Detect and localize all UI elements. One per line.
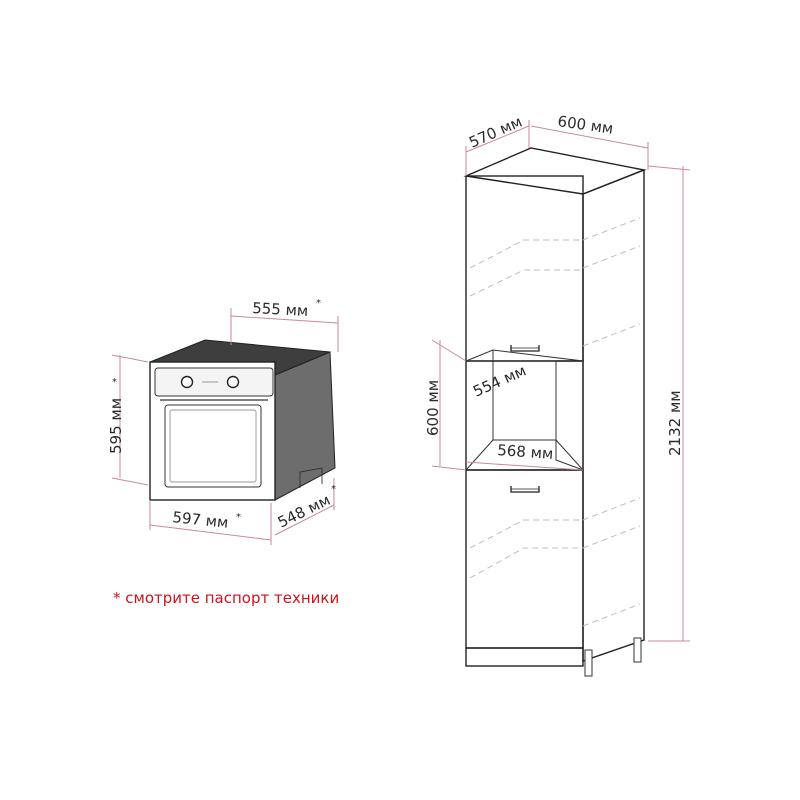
cabinet-height-label: 2132 мм bbox=[666, 390, 684, 456]
oven-door-glass bbox=[169, 409, 257, 483]
cabinet-lower-door bbox=[465, 469, 584, 649]
footnote-text: * смотрите паспорт техники bbox=[113, 589, 339, 607]
cabinet-niche-height-label: 600 мм bbox=[424, 380, 442, 436]
cabinet-plinth bbox=[465, 647, 584, 667]
cabinet-width-label: 600 мм bbox=[556, 112, 614, 138]
oven-height-label: 595 мм bbox=[107, 398, 125, 454]
oven-door-window bbox=[164, 404, 262, 488]
oven-depth-label: 555 мм bbox=[252, 299, 309, 320]
cabinet-depth-label: 570 мм bbox=[466, 112, 525, 151]
cabinet-drawing: 570 мм 600 мм 2132 мм 600 мм 554 мм 568 … bbox=[424, 112, 691, 677]
oven-height-asterisk: * bbox=[112, 377, 117, 388]
cabinet-upper-door bbox=[465, 175, 584, 362]
oven-width-asterisk: * bbox=[236, 512, 241, 523]
oven-depth-asterisk: * bbox=[316, 298, 321, 309]
oven-foot bbox=[299, 467, 323, 488]
oven-side-panel bbox=[274, 351, 336, 501]
cabinet-leg-back bbox=[633, 637, 642, 663]
oven-side-asterisk: * bbox=[331, 484, 336, 495]
oven-knob-left bbox=[180, 375, 194, 389]
oven-side-depth-label: 548 мм bbox=[275, 491, 333, 532]
cabinet-top bbox=[463, 147, 647, 195]
oven-drawing: 555 мм * 595 мм * 597 мм * 548 мм * bbox=[107, 298, 339, 545]
oven-knob-right bbox=[226, 375, 240, 389]
cabinet-niche-depth-label: 554 мм bbox=[470, 361, 529, 400]
cabinet-side bbox=[582, 168, 645, 662]
cabinet-leg-front bbox=[584, 649, 593, 677]
oven-width-label: 597 мм bbox=[172, 508, 230, 532]
cabinet-niche-width-label: 568 мм bbox=[497, 441, 554, 463]
